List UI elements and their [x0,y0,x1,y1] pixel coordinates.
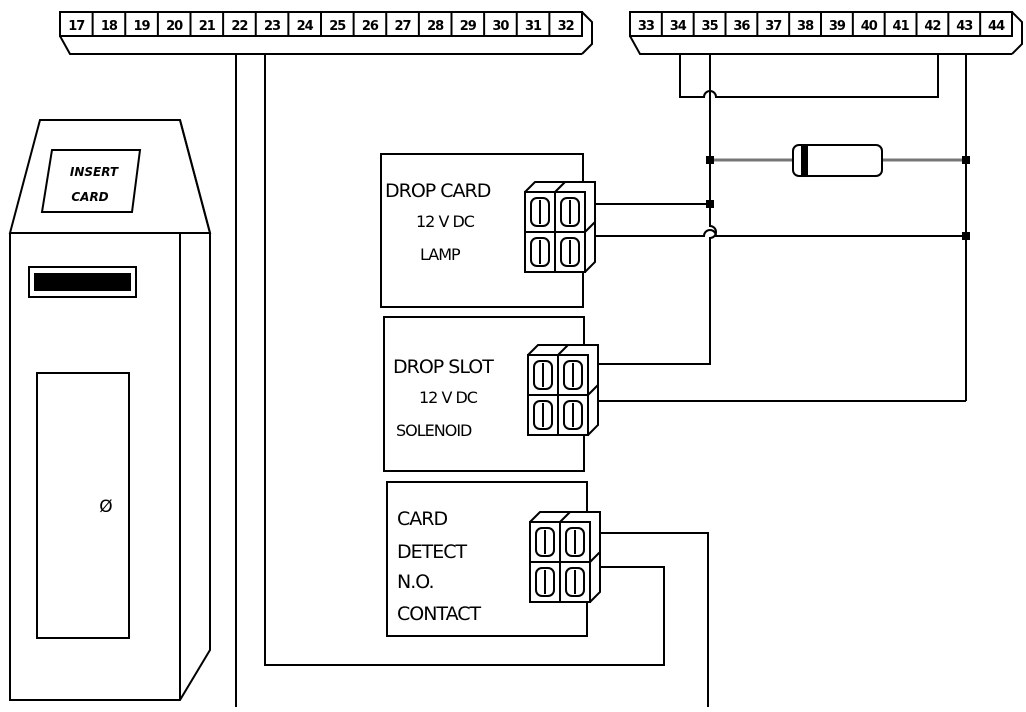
terminal-number: 20 [166,19,183,34]
terminal-number: 30 [492,19,509,34]
terminal-number: 39 [829,19,846,34]
terminal-numbers-right: 33 34 35 36 37 38 39 40 41 42 43 44 [638,19,1006,34]
junction-dots [706,156,970,240]
contact-box [386,481,588,637]
contact-label-line3: N.O. [397,571,433,593]
contact-label-line2: DETECT [397,541,468,563]
terminal-number: 19 [134,19,151,34]
terminal-number: 31 [525,19,542,34]
terminal-number: 40 [861,19,878,34]
terminal-number: 27 [395,19,412,34]
contact-label-line4: CONTACT [397,603,481,625]
terminal-number: 42 [924,19,940,34]
solenoid-label-line1: DROP SLOT [393,356,494,378]
terminal-number: 26 [362,19,379,34]
solenoid-label-line2: 12 V DC [419,388,478,407]
terminal-number: 44 [988,19,1005,34]
terminal-number: 28 [427,19,444,34]
terminal-number: 36 [733,19,750,34]
wire-terminal-35 [594,54,717,365]
terminal-number: 25 [329,19,346,34]
terminal-number: 18 [101,19,118,34]
wires [235,54,967,707]
lamp-label-line2: 12 V DC [416,212,475,231]
wire-contact-upper [600,532,709,707]
diode [714,144,962,177]
terminal-number: 34 [670,19,687,34]
kiosk-display [40,149,142,213]
terminal-number: 43 [956,19,973,34]
terminal-block-solenoid [527,344,599,436]
terminal-number: 35 [702,19,719,34]
terminal-strip-right [629,11,1023,55]
solenoid-label-line3: SOLENOID [396,421,472,440]
terminal-number: 21 [199,19,216,34]
terminal-number: 29 [460,19,477,34]
terminal-number: 33 [638,19,655,34]
terminal-block-lamp [524,181,596,273]
wire-terminal-23 [264,54,665,666]
wire-jumper-34-42 [679,54,939,98]
terminal-strip-left [59,11,593,55]
kiosk-display-line1: INSERT [70,165,119,179]
terminal-number: 17 [68,19,85,34]
kiosk-display-line2: CARD [71,190,108,204]
lamp-label-line1: DROP CARD [385,180,491,202]
lock-icon: Ø [99,497,112,517]
kiosk-door [36,372,130,639]
wire-lamp-lower [596,229,966,237]
terminal-number: 23 [264,19,281,34]
terminal-number: 41 [893,19,910,34]
lamp-label-line3: LAMP [420,245,461,264]
terminal-number: 32 [558,19,574,34]
terminal-numbers-left: 17 18 19 20 21 22 23 24 25 26 27 28 29 30 31 32 [68,19,574,34]
card-kiosk [8,119,212,701]
terminal-number: 38 [797,19,814,34]
terminal-number: 22 [231,19,247,34]
terminal-block-contact [529,511,601,603]
terminal-number: 37 [765,19,782,34]
contact-label-line1: CARD [397,508,447,530]
terminal-number: 24 [297,19,314,34]
